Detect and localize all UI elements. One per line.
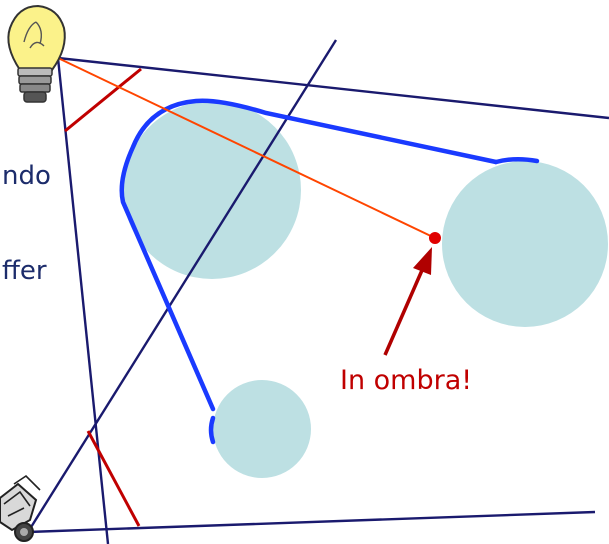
pointer-arrow xyxy=(383,247,432,356)
shadow-marks xyxy=(64,67,142,527)
lightbulb-icon xyxy=(7,4,66,103)
silhouette-small-sphere-arc xyxy=(208,415,216,445)
arrow-shaft xyxy=(383,267,425,356)
sphere-small xyxy=(213,380,311,478)
frustum-left-edge xyxy=(56,57,110,544)
frustum-bottom-edge xyxy=(27,510,596,534)
camera-icon xyxy=(0,474,41,542)
shadow-mark-bottom xyxy=(86,430,141,527)
frustum-diagonal xyxy=(26,39,338,533)
occluded-point xyxy=(429,232,441,244)
in-shadow-caption: In ombra! xyxy=(340,365,472,396)
sphere-large xyxy=(123,101,301,279)
silhouette-large-sphere xyxy=(119,98,499,412)
shadow-silhouette xyxy=(119,98,540,445)
light-frustum xyxy=(26,39,609,544)
clipped-text-line-2: ffer xyxy=(2,256,47,286)
sphere-right xyxy=(442,161,608,327)
shadow-ray xyxy=(57,57,436,239)
silhouette-right-sphere-arc xyxy=(493,157,540,165)
arrow-head xyxy=(413,247,432,275)
clipped-text-line-1: ndo xyxy=(2,161,51,191)
frustum-top-edge xyxy=(57,56,609,120)
shadow-mark-top xyxy=(64,67,142,133)
